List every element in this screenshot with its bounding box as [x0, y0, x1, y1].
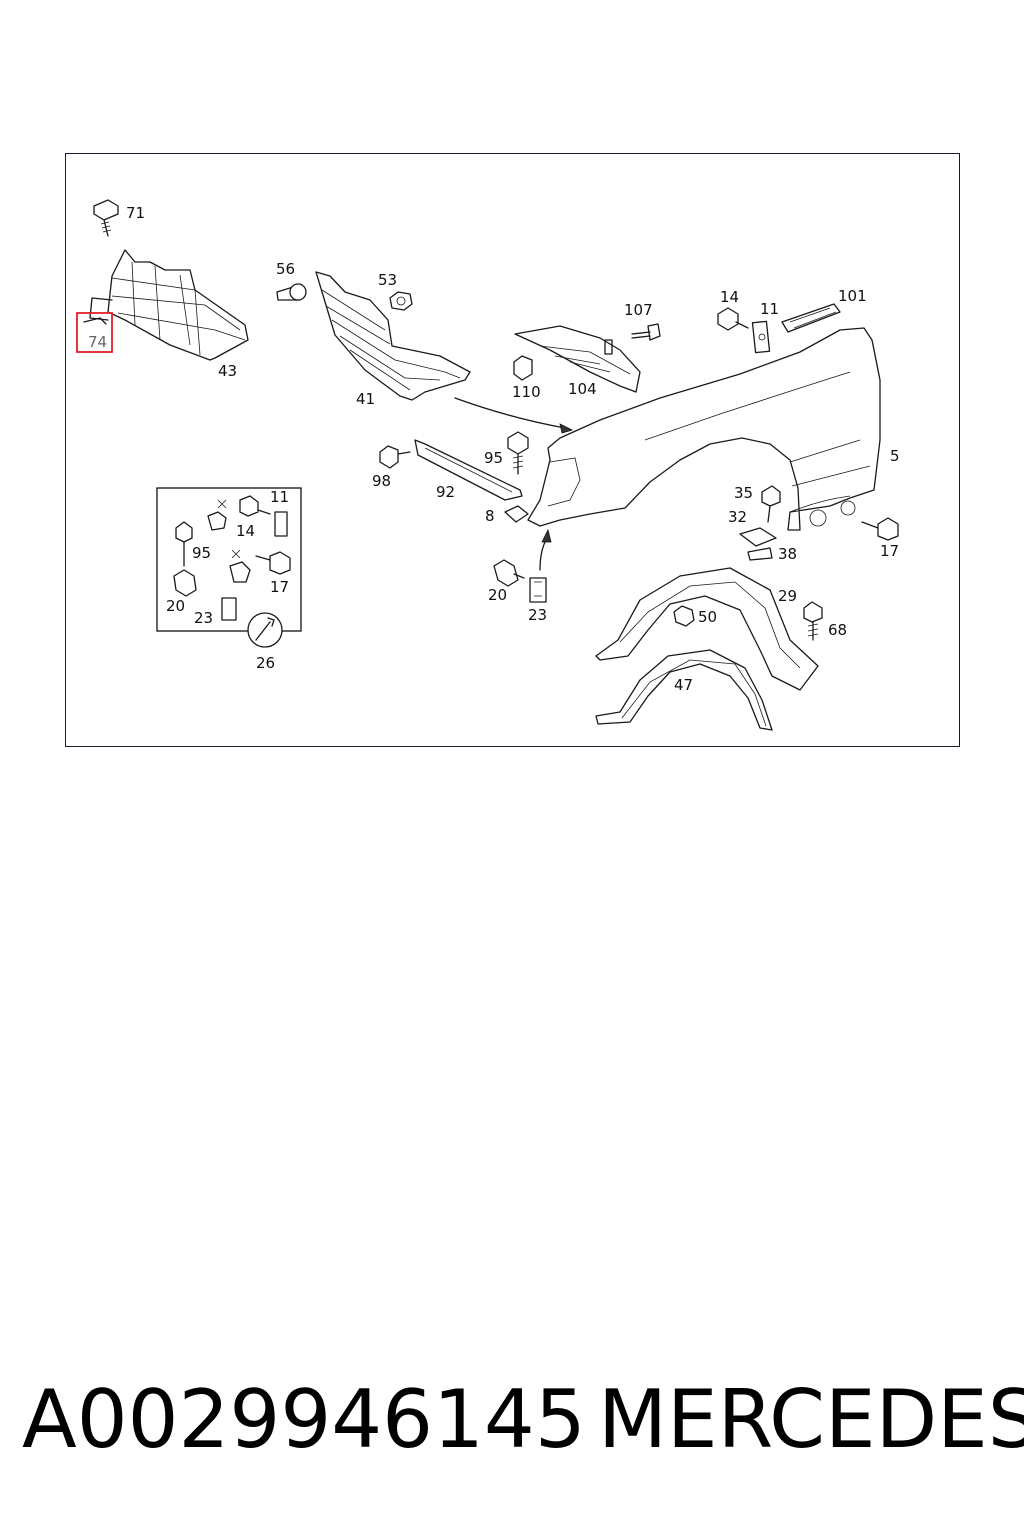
inset-label-20: 20 [166, 597, 185, 615]
label-5: 5 [890, 447, 900, 465]
part-number: A0029946145 [22, 1373, 586, 1466]
inset-bolt-14 [239, 495, 259, 517]
label-110: 110 [512, 383, 541, 401]
part-68-screw [803, 601, 823, 641]
callout-labels: 71 74 43 56 53 41 107 110 104 14 11 101 … [88, 204, 900, 694]
part-98-bolt [379, 445, 411, 469]
inset-label-95: 95 [192, 544, 211, 562]
label-98: 98 [372, 472, 391, 490]
label-11: 11 [760, 300, 779, 318]
label-29: 29 [778, 587, 797, 605]
part-29-47-wheel-liner [595, 567, 819, 731]
label-43: 43 [218, 362, 237, 380]
part-8-clip [504, 505, 529, 523]
part-104-bracket [514, 325, 641, 393]
inset-label-23: 23 [194, 609, 213, 627]
part-41-splash-guard [315, 271, 471, 401]
inset-label-26: 26 [256, 654, 275, 672]
arrow-23-to-fender [539, 528, 552, 571]
part-95-screw [507, 431, 529, 475]
part-56-clip [276, 283, 307, 301]
part-101-strip [781, 303, 841, 333]
label-104: 104 [568, 380, 597, 398]
parts-diagram: 71 74 43 56 53 41 107 110 104 14 11 101 … [76, 199, 900, 731]
inset-grommet [207, 511, 227, 531]
label-74: 74 [88, 333, 107, 351]
brand-name: MERCEDES [598, 1373, 1024, 1466]
label-101: 101 [838, 287, 867, 305]
part-32-clip [739, 527, 777, 547]
label-53: 53 [378, 271, 397, 289]
part-74-clip [76, 312, 113, 353]
inset-label-17: 17 [270, 578, 289, 596]
inset-label-11: 11 [270, 488, 289, 506]
label-38: 38 [778, 545, 797, 563]
wrench-icon [247, 612, 283, 648]
part-50-nut [673, 605, 695, 627]
parts-diagram-frame [65, 153, 960, 747]
part-107-screw [631, 323, 661, 341]
label-20: 20 [488, 586, 507, 604]
part-43-air-duct [89, 249, 249, 361]
part-110-nut [513, 355, 533, 381]
label-47: 47 [674, 676, 693, 694]
highlight-box [76, 312, 113, 353]
label-35: 35 [734, 484, 753, 502]
inset-clip-23 [221, 597, 237, 621]
label-68: 68 [828, 621, 847, 639]
label-71: 71 [126, 204, 145, 222]
inset-clip-11 [274, 511, 288, 537]
inset-screw-95 [175, 521, 193, 543]
part-5-fender [527, 327, 881, 531]
label-56: 56 [276, 260, 295, 278]
inset-screw-17 [269, 551, 291, 575]
part-38-clip [747, 547, 773, 561]
label-8: 8 [485, 507, 495, 525]
inset-clip [229, 561, 251, 583]
part-92-bracket [414, 439, 523, 501]
inset-label-14: 14 [236, 522, 255, 540]
part-17-screw [861, 517, 899, 541]
part-23-clip [529, 577, 547, 603]
label-17: 17 [880, 542, 899, 560]
label-95: 95 [484, 449, 503, 467]
label-14: 14 [720, 288, 739, 306]
inset-nut-20 [173, 569, 197, 597]
arrow-41-to-fender [454, 397, 574, 434]
part-20-nut [493, 559, 525, 587]
label-107: 107 [624, 301, 653, 319]
part-35-screw [761, 485, 781, 523]
part-53-nut [389, 291, 413, 311]
label-50: 50 [698, 608, 717, 626]
label-92: 92 [436, 483, 455, 501]
label-41: 41 [356, 390, 375, 408]
inset-hardware-box [156, 487, 302, 648]
label-32: 32 [728, 508, 747, 526]
part-71-bolt [93, 199, 119, 237]
label-23: 23 [528, 606, 547, 624]
part-11-clip [751, 320, 771, 354]
part-14-bolt [717, 307, 749, 331]
caption-bar: A0029946145 MERCEDES [0, 1370, 1024, 1470]
